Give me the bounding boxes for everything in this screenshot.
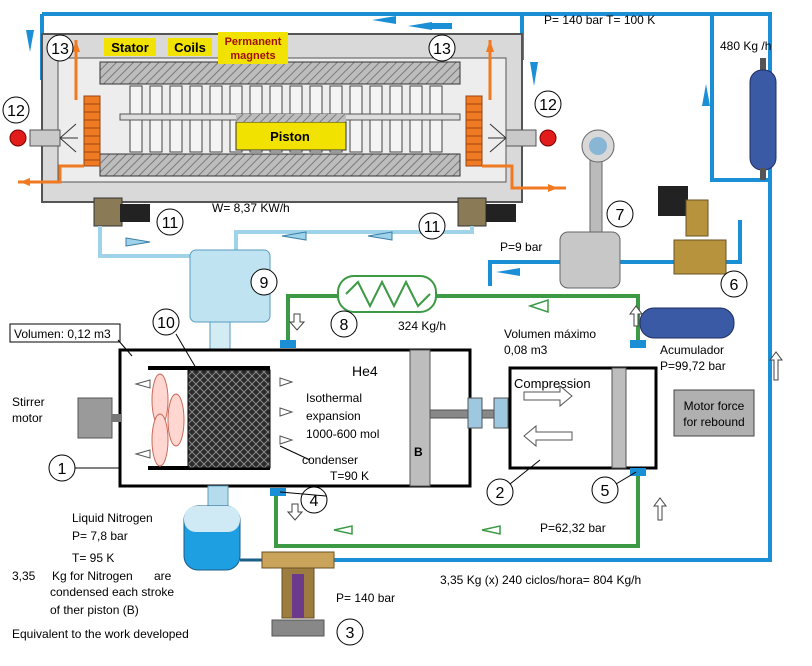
num-3: 3: [346, 625, 355, 642]
solenoid-valve-6: [658, 186, 727, 275]
stirrer-motor: [77, 397, 122, 439]
accumulator-label: Acumulador: [660, 343, 724, 357]
nitrogen-condensed: condensed each stroke: [50, 585, 174, 599]
low-temp-return-pipe: [98, 226, 474, 258]
solenoid-valve-11-left: [93, 197, 150, 227]
volume-label: Volumen: 0,12 m3: [14, 327, 111, 341]
spray-left: [59, 123, 78, 153]
pump-feed-pipe: [488, 220, 742, 286]
compression-label: Compression: [514, 376, 591, 391]
stirrer-label-1: Stirrer: [12, 395, 45, 409]
isothermal-line2: expansion: [306, 409, 361, 423]
coil-13-right: [465, 95, 483, 167]
top-accumulator-tank: [749, 58, 777, 180]
coolant-arrows: [20, 40, 558, 192]
right-flow-rate: 480 Kg /h: [720, 39, 771, 53]
coil-13-left: [83, 95, 101, 167]
accumulator: [639, 307, 735, 339]
b-label: B: [414, 445, 423, 459]
nitrogen-mass: 3,35: [12, 569, 36, 583]
stirrer-fan: [151, 373, 185, 467]
nitrogen-are: are: [154, 569, 172, 583]
num-2: 2: [496, 485, 505, 502]
flow-324: 324 Kg/h: [398, 319, 446, 333]
max-volume-2: 0,08 m3: [504, 343, 548, 357]
num-5: 5: [601, 483, 610, 500]
light-pipe-arrows: [125, 231, 393, 247]
liquid-nitrogen-label: Liquid Nitrogen: [72, 511, 153, 525]
flow-meter-7: [559, 129, 621, 289]
heat-exchanger-8: [337, 275, 437, 313]
isothermal-line1: Isothermal: [306, 391, 362, 405]
green-pipe-arrows: [333, 298, 549, 535]
max-volume-1: Volumen máximo: [504, 327, 596, 341]
valve-12-right: [505, 129, 557, 147]
num-11-right: 11: [424, 219, 441, 236]
condenser-label: condenser: [302, 453, 358, 467]
compression-arrows: [523, 384, 573, 448]
nitrogen-temp: T= 95 K: [72, 551, 114, 565]
flow-arrows-top: [26, 16, 710, 106]
nitrogen-pressure: P= 7,8 bar: [72, 529, 128, 543]
num-12-right: 12: [539, 97, 557, 114]
num-12-left: 12: [7, 103, 25, 120]
inlet-valve: [280, 340, 296, 348]
component-labels: Stator Coils Permanent magnets: [104, 32, 288, 64]
num-7: 7: [616, 207, 625, 224]
blue-flow-arrow: [496, 268, 520, 276]
callout-leaders: [75, 333, 637, 497]
motor-force-1: Motor force: [684, 399, 745, 413]
volume-leader: [117, 339, 133, 357]
num-9: 9: [260, 275, 269, 292]
helium-label: He4: [352, 363, 378, 379]
num-11-left: 11: [162, 215, 179, 232]
spray-right: [488, 123, 507, 153]
num-10: 10: [157, 315, 175, 332]
num-13-right: 13: [433, 41, 451, 58]
motor-force-2: for rebound: [683, 415, 744, 429]
volume-box: [9, 323, 121, 343]
valve-12-left: [9, 129, 61, 147]
compression-cylinder-2: [508, 366, 658, 470]
vertical-arrows: [286, 305, 783, 521]
outlet-valve: [630, 340, 646, 348]
cryogenic-pump-3: [261, 551, 335, 637]
top-conditions: P= 140 bar T= 100 K: [544, 13, 655, 27]
accumulator-pressure: P=99,72 bar: [660, 359, 726, 373]
num-13-left: 13: [51, 41, 69, 58]
stator-label: Stator: [111, 40, 149, 55]
callout-labels: 1 2 3 4 5 6 7 8 9 10 11 11 12 12 13 13: [7, 41, 738, 642]
internal-arrows: [134, 377, 294, 459]
isothermal-line3: 1000-600 mol: [306, 427, 379, 441]
callout-numbers: [2, 34, 748, 646]
nitrogen-piston: of ther piston (B): [50, 603, 139, 617]
num-8: 8: [340, 317, 349, 334]
check-valve-4: [270, 488, 286, 496]
bottom-flow-rate: 3,35 Kg (x) 240 ciclos/hora= 804 Kg/h: [440, 573, 641, 587]
pressure-9bar: P=9 bar: [500, 240, 542, 254]
temp-90: T=90 K: [330, 469, 369, 483]
piston-block: Piston: [235, 114, 347, 151]
magnets-label-line1: Permanent: [225, 36, 282, 48]
pressure-6232: P=62,32 bar: [540, 521, 606, 535]
rebound-motor: [673, 389, 755, 437]
piston-label: Piston: [270, 129, 310, 144]
num-4: 4: [310, 493, 319, 510]
stirrer-label-2: motor: [12, 411, 43, 425]
num-1: 1: [58, 461, 67, 478]
num-6: 6: [730, 277, 739, 294]
work-output: W= 8,37 KW/h: [212, 201, 290, 215]
pump-pressure: P= 140 bar: [336, 591, 395, 605]
coils-label: Coils: [174, 40, 206, 55]
nitrogen-equivalent: Equivalent to the work developed: [12, 627, 189, 641]
check-valve-5: [630, 468, 646, 476]
nitrogen-kg: Kg for Nitrogen: [52, 569, 133, 583]
separator-tank-9: [189, 249, 271, 353]
magnets-label-line2: magnets: [230, 50, 275, 62]
